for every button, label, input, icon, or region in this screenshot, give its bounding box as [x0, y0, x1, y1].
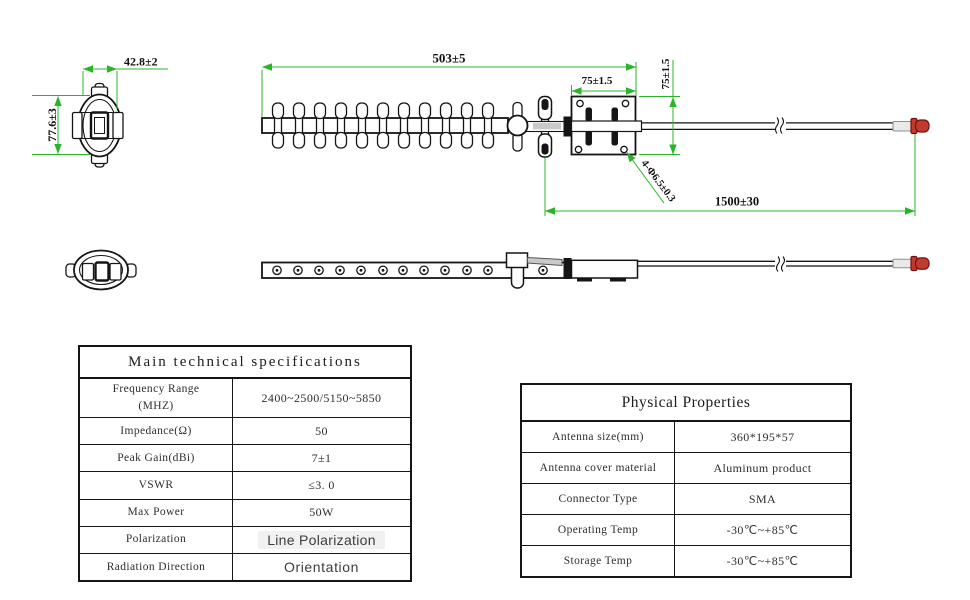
director-element [271, 102, 285, 149]
spec-label: Polarization [80, 526, 233, 553]
phys-label: Antenna size(mm) [522, 422, 675, 452]
phys-label: Antenna cover material [522, 453, 675, 483]
spec-row-radiation: Radiation Direction Orientation [80, 553, 410, 581]
dim-front-width: 42.8±2 [124, 55, 158, 69]
spec-row-power: Max Power 50W [80, 499, 410, 527]
phys-row-operating-temp: Operating Temp -30℃~+85℃ [522, 515, 850, 546]
phys-value: -30℃~+85℃ [726, 522, 799, 537]
spec-label: VSWR [80, 472, 233, 499]
mount-hole [576, 99, 584, 108]
spec-table-title: Main technical specifications [80, 347, 410, 379]
cable-break [774, 117, 780, 134]
spec-value: ≤3. 0 [308, 477, 335, 492]
spec-label: Frequency Range (MHZ) [80, 379, 233, 417]
cable [641, 122, 893, 131]
spec-value: 2400~2500/5150~5850 [261, 390, 382, 405]
phys-label: Connector Type [522, 484, 675, 514]
physical-table: Physical Properties Antenna size(mm) 360… [520, 383, 852, 578]
antenna-drawing: 77.6±3 42.8±2 503±5 75±1.5 75±1.5 4-Φ6.5… [32, 51, 930, 291]
driven-element-hub [506, 114, 529, 137]
spec-row-polarization: Polarization Line Polarization [80, 526, 410, 554]
phys-value: Aluminum product [713, 460, 812, 475]
sma-connector-top-icon [910, 255, 930, 272]
connector-ferrule [892, 121, 914, 132]
front-view [71, 82, 124, 168]
phys-label: Operating Temp [522, 515, 675, 545]
dim-cable-length: 1500±30 [715, 195, 759, 209]
side-view [261, 95, 930, 158]
spec-label: Impedance(Ω) [80, 418, 233, 445]
spec-table: Main technical specifications Frequency … [78, 345, 412, 582]
spec-value: 7±1 [311, 450, 332, 465]
dim-front-height: 77.6±3 [45, 108, 59, 142]
cable-top [637, 260, 893, 267]
dim-antenna-length: 503±5 [432, 51, 466, 66]
spec-row-impedance: Impedance(Ω) 50 [80, 418, 410, 446]
phys-row-material: Antenna cover material Aluminum product [522, 453, 850, 484]
phys-value: -30℃~+85℃ [726, 553, 799, 568]
phys-row-size: Antenna size(mm) 360*195*57 [522, 422, 850, 453]
sma-connector-icon [910, 117, 930, 135]
dim-bracket-height: 75±1.5 [660, 58, 672, 89]
spec-row-frequency: Frequency Range (MHZ) 2400~2500/5150~585… [80, 379, 410, 418]
spec-row-vswr: VSWR ≤3. 0 [80, 472, 410, 500]
spec-label: Peak Gain(dBi) [80, 445, 233, 472]
spec-value: 50W [309, 505, 334, 520]
rivet-hole [272, 265, 282, 276]
spec-label: Max Power [80, 499, 233, 526]
physical-table-title: Physical Properties [522, 385, 850, 422]
spec-value: Orientation [283, 558, 360, 575]
phys-value: 360*195*57 [730, 429, 795, 444]
spec-value: Line Polarization [233, 527, 410, 553]
phys-label: Storage Temp [522, 546, 675, 576]
dim-bracket-width: 75±1.5 [582, 75, 613, 87]
top-view [65, 249, 930, 291]
dim-mount-holes: 4-Φ6.5±0.3 [639, 158, 678, 204]
coax-band [563, 116, 572, 137]
spec-label: Radiation Direction [80, 553, 233, 581]
bracket-edge [570, 259, 639, 279]
spec-row-gain: Peak Gain(dBi) 7±1 [80, 445, 410, 473]
phys-row-storage-temp: Storage Temp -30℃~+85℃ [522, 546, 850, 576]
phys-value: SMA [748, 491, 777, 506]
spec-value: 50 [315, 423, 328, 438]
phys-row-connector: Connector Type SMA [522, 484, 850, 515]
